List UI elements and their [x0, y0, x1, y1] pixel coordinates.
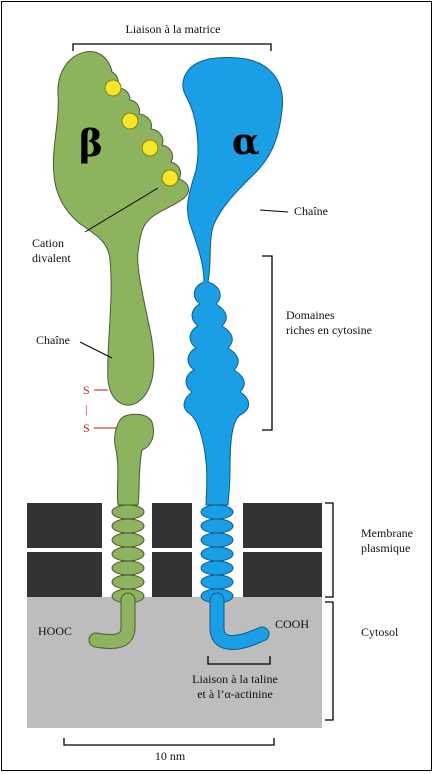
beta-transmembrane-coil	[112, 505, 144, 603]
cysteine-bracket	[262, 256, 272, 430]
alpha-chain-label: Chaîne	[294, 204, 328, 219]
beta-subunit-head	[53, 51, 188, 405]
matrix-bracket	[73, 44, 271, 51]
membrane-label-line1: Membrane	[361, 526, 413, 541]
cysteine-domains-label-line2: riches en cytosine	[286, 323, 372, 338]
hooc-label: HOOC	[38, 624, 72, 639]
cooh-label: COOH	[275, 617, 309, 632]
talin-binding-label-line1: Liaison à la taline	[160, 672, 310, 687]
plasma-membrane	[27, 503, 322, 597]
beta-chain-label: Chaîne	[36, 333, 70, 348]
disulfide-s-top: S	[83, 383, 90, 397]
talin-binding-label-line2: et à l’α-actinine	[160, 687, 310, 702]
cation-label-line2: divalent	[32, 251, 71, 266]
membrane-label-line2: plasmique	[361, 541, 410, 556]
cytosol-bracket	[325, 602, 333, 720]
beta-symbol: β	[79, 124, 103, 164]
cytosol-label: Cytosol	[361, 625, 398, 640]
disulfide-s-bottom: S	[83, 421, 90, 435]
cysteine-domains-label-line1: Domaines	[286, 308, 335, 323]
alpha-symbol: α	[232, 122, 260, 162]
cation-label-line1: Cation	[32, 236, 64, 251]
matrix-binding-label: Liaison à la matrice	[108, 22, 238, 37]
membrane-bracket	[325, 503, 333, 597]
alpha-transmembrane-coil	[201, 505, 233, 603]
scale-bar	[64, 738, 274, 745]
beta-subunit-lower	[115, 414, 154, 505]
scale-label: 10 nm	[130, 749, 210, 764]
disulfide-bond: |	[85, 402, 87, 416]
